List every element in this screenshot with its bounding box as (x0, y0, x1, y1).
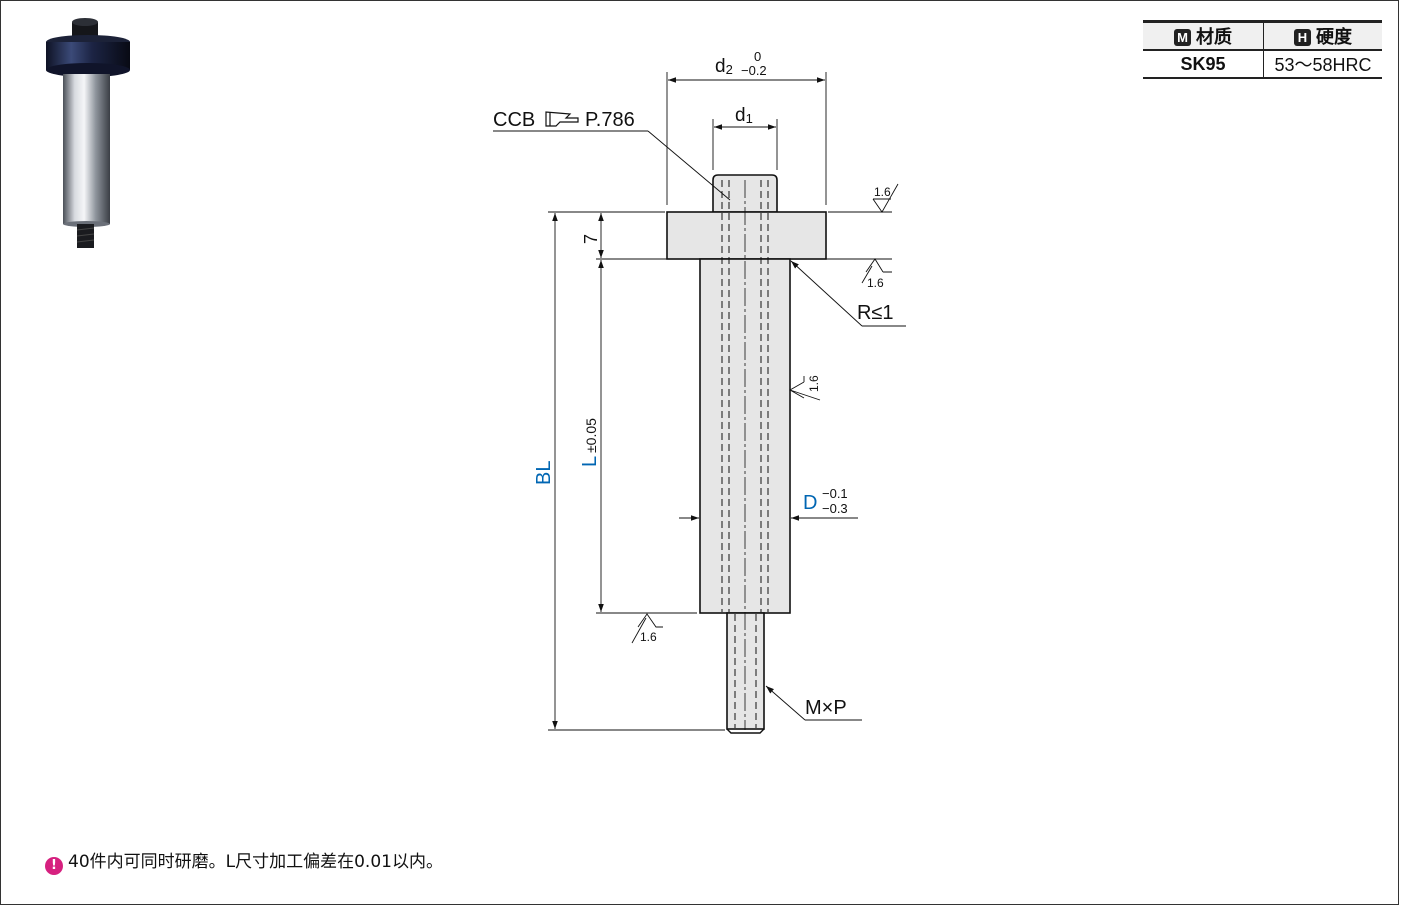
material-value: SK95 (1143, 49, 1264, 79)
material-badge-icon: M (1174, 29, 1191, 46)
roughness-value-bottom: 1.6 (640, 630, 657, 644)
info-icon: ! (45, 857, 63, 875)
product-photo (46, 18, 130, 248)
part-thread (726, 612, 765, 730)
part-outline (666, 174, 827, 730)
bl-label: BL (533, 461, 555, 485)
roughness-symbol-head (865, 258, 892, 273)
spec-table-row: SK95 53～58HRC (1143, 49, 1382, 79)
hardness-badge-icon: H (1294, 29, 1311, 46)
roughness-value-head: 1.6 (867, 276, 884, 290)
hidden-lines (721, 180, 769, 728)
footnote-text: 40件内可同时研磨。L尺寸加工偏差在0.01以内。 (68, 852, 443, 872)
d2-label: d2 (715, 56, 733, 77)
thread-label: M×P (805, 697, 847, 719)
dimension-lines (552, 77, 858, 729)
head-thickness-label: 7 (581, 234, 601, 244)
radius-label: R≤1 (857, 302, 894, 324)
roughness-symbol-shaft (789, 376, 821, 401)
roughness-symbol-top (872, 183, 899, 213)
footnote: ! 40件内可同时研磨。L尺寸加工偏差在0.01以内。 (45, 847, 443, 875)
d2-tolerance-upper: 0 (754, 49, 761, 64)
d1-label: d1 (735, 105, 753, 126)
roughness-value-top: 1.6 (874, 185, 891, 199)
ccb-label: CCB (493, 109, 535, 131)
pointing-hand-icon (545, 111, 579, 127)
roughness-symbol-bottom (637, 613, 663, 628)
d-label: D (803, 492, 817, 514)
d2-tolerance-lower: −0.2 (741, 63, 767, 78)
roughness-value-shaft: 1.6 (807, 375, 821, 392)
l-label: L (579, 456, 601, 467)
leader-lines (493, 130, 906, 721)
part-head (666, 211, 827, 260)
hardness-value: 53～58HRC (1263, 49, 1382, 79)
roughness-symbols (631, 183, 899, 644)
l-tolerance: ±0.05 (583, 418, 599, 453)
d-tolerance-lower: −0.3 (822, 501, 848, 516)
d-tolerance-upper: −0.1 (822, 486, 848, 501)
ccb-page-ref: P.786 (585, 109, 635, 131)
extension-lines (548, 72, 892, 731)
